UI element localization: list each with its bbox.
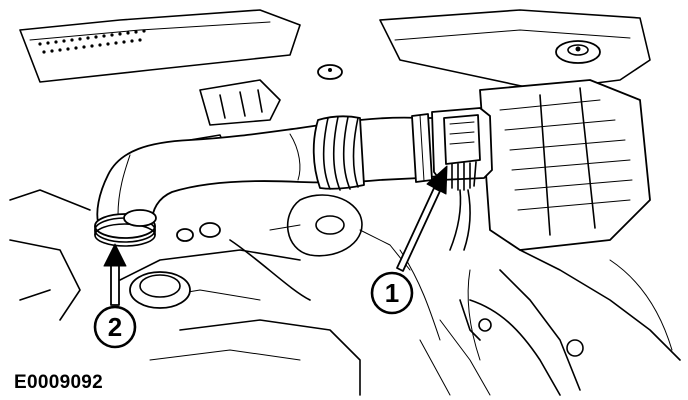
callout-1-leader bbox=[396, 187, 441, 272]
callout-2-arrowhead bbox=[103, 243, 127, 267]
callout-1-circle bbox=[370, 271, 414, 315]
engine-bay-background bbox=[9, 9, 681, 396]
maf-sensor-connector bbox=[431, 107, 493, 251]
hose-clamp-right bbox=[411, 113, 433, 183]
callout-1: 1 bbox=[370, 165, 448, 315]
callout-2-label: 2 bbox=[108, 312, 122, 342]
hose-bellows bbox=[312, 115, 365, 191]
callout-2-circle bbox=[93, 305, 137, 349]
strut-mount bbox=[555, 40, 601, 64]
air-intake-hose bbox=[94, 113, 441, 247]
air-filter-box bbox=[479, 79, 651, 251]
callout-1-label: 1 bbox=[385, 278, 399, 308]
hose-outlet-ring bbox=[94, 209, 157, 247]
callout-1-arrowhead bbox=[426, 165, 448, 195]
vent-grille bbox=[38, 29, 146, 54]
callout-2-leader bbox=[110, 261, 120, 306]
figure-id: E0009092 bbox=[14, 372, 104, 393]
callout-2: 2 bbox=[93, 243, 137, 349]
filler-cap bbox=[129, 271, 191, 309]
